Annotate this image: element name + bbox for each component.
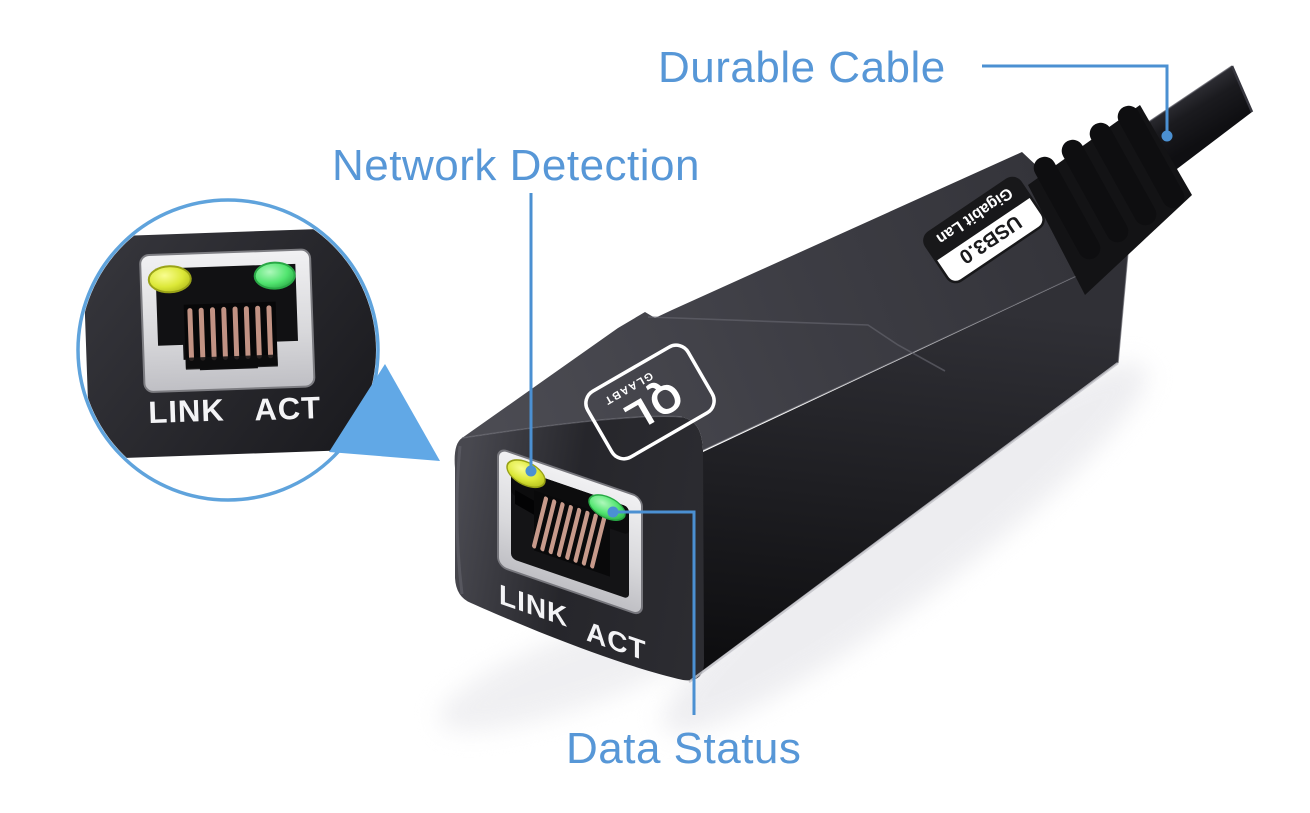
annotation-data-status: Data Status [566,506,801,773]
inset-led-green [253,261,296,290]
device-right-face [689,252,1128,681]
inset-port-pins [187,305,274,362]
strain-relief-fins [1033,105,1185,260]
inset-circle-border [76,198,380,502]
inset-pin-cavity [183,301,278,369]
inset-link-label: LINK [148,392,226,430]
adapter-device: LINK ACT QL GLAABT USB3.0 Gigabit Lan [454,65,1254,683]
network-detection-dot [525,465,537,477]
magnifier-pointer-triangle [329,364,440,461]
top-face-step-line [647,316,946,372]
magnifier-inset: LINK ACT [76,198,440,502]
top-ridge-line [702,251,1129,451]
cable-assembly [1028,65,1254,295]
durable-cable-dot [1161,130,1173,142]
spec-badge-black-half [925,178,1031,262]
annotation-network-detection: Network Detection [332,141,700,477]
data-status-label: Data Status [566,724,801,773]
bottom-rim-highlight [688,362,1119,683]
inset-led-yellow [147,265,192,294]
durable-cable-label: Durable Cable [658,43,946,92]
rear-corner-edge [1117,251,1129,364]
port-pins [532,496,607,569]
inset-act-label: ACT [254,390,322,427]
brand-logo-border [584,343,716,461]
front-top-edge-highlight [461,415,683,439]
durable-cable-connector [982,64,1169,133]
cable-cut-end [1230,65,1254,113]
link-led-yellow [506,459,546,489]
inset-pin-comb [185,354,278,370]
inset-side-nub [376,295,393,324]
annotation-durable-cable: Durable Cable [658,43,1173,142]
data-status-connector [613,510,696,715]
left-edge-highlight [455,445,464,595]
network-detection-label: Network Detection [332,141,700,190]
